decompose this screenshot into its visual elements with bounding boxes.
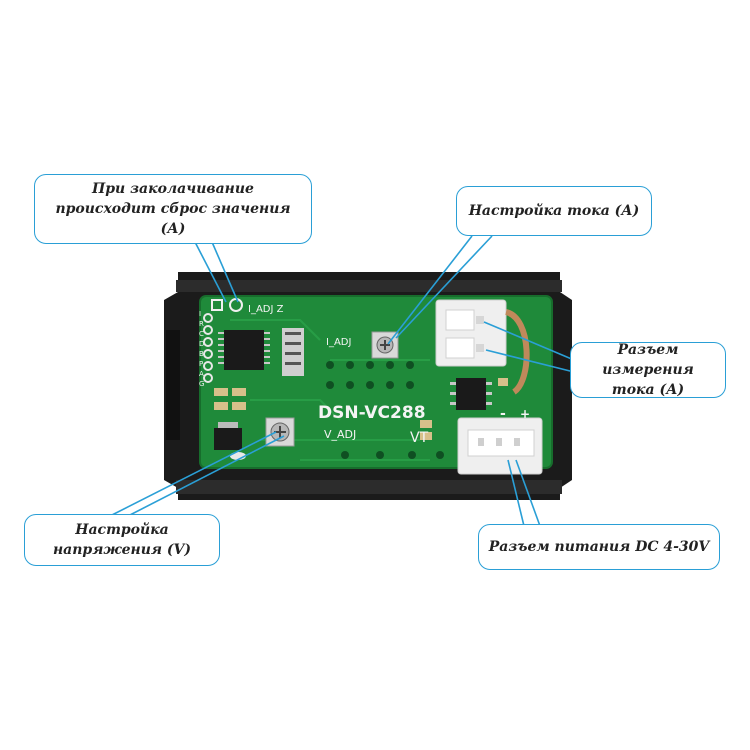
- v-adj-label: V_ADJ: [324, 428, 356, 441]
- minus-label: -: [500, 406, 506, 422]
- callout-current-adjust-text: Настройка тока (А): [468, 203, 640, 219]
- vt-label: VT: [410, 430, 429, 446]
- resistor-array: [282, 328, 304, 376]
- i-adj-z-label: I_ADJ Z: [248, 304, 284, 315]
- voltage-potentiometer: [265, 417, 295, 447]
- callout-reset-jumper: При заколачивание происходит сброс значе…: [34, 174, 312, 244]
- callout-current-adjust: Настройка тока (А): [456, 186, 652, 236]
- via-holes: [326, 361, 444, 459]
- callout-voltage-adjust: Настройка напряжения (V): [24, 514, 220, 566]
- pin-letter: G: [199, 380, 204, 388]
- pin-letter: D: [199, 340, 204, 348]
- callout-current-connector: Разъем измерения тока (А): [570, 342, 726, 398]
- current-connector: [435, 299, 507, 367]
- pcb-board: DSN-VC288 I_ADJ Z I_ADJ V_ADJ VT - +: [199, 295, 553, 475]
- callout-power-connector-text: Разъем питания DC 4-30V: [488, 539, 710, 555]
- pin-letter: P: [199, 360, 203, 368]
- current-potentiometer: [371, 331, 399, 359]
- callout-voltage-adjust-text: Настройка напряжения (V): [52, 522, 192, 558]
- callout-reset-jumper-text: При заколачивание происходит сброс значе…: [55, 181, 291, 237]
- pin-letter: I: [199, 310, 201, 318]
- callout-current-connector-text: Разъем измерения тока (А): [602, 342, 694, 398]
- voltage-regulator: [214, 422, 242, 450]
- i-adj-label: I_ADJ: [326, 337, 351, 348]
- shunt-chip: [450, 378, 492, 410]
- pin-letter: R: [199, 320, 204, 328]
- leader-lines: [109, 235, 575, 527]
- smd-components: [214, 378, 508, 440]
- power-connector: [457, 417, 543, 475]
- pin-letter: A: [199, 370, 204, 378]
- plus-label: +: [520, 407, 530, 421]
- shunt-wire: [504, 309, 530, 395]
- callout-power-connector: Разъем питания DC 4-30V: [478, 524, 720, 570]
- ic-chip: [218, 330, 270, 370]
- pin-letter: C: [199, 330, 204, 338]
- board-name: DSN-VC288: [318, 403, 426, 423]
- pin-header: [203, 313, 213, 383]
- pin-letter: B: [199, 350, 204, 358]
